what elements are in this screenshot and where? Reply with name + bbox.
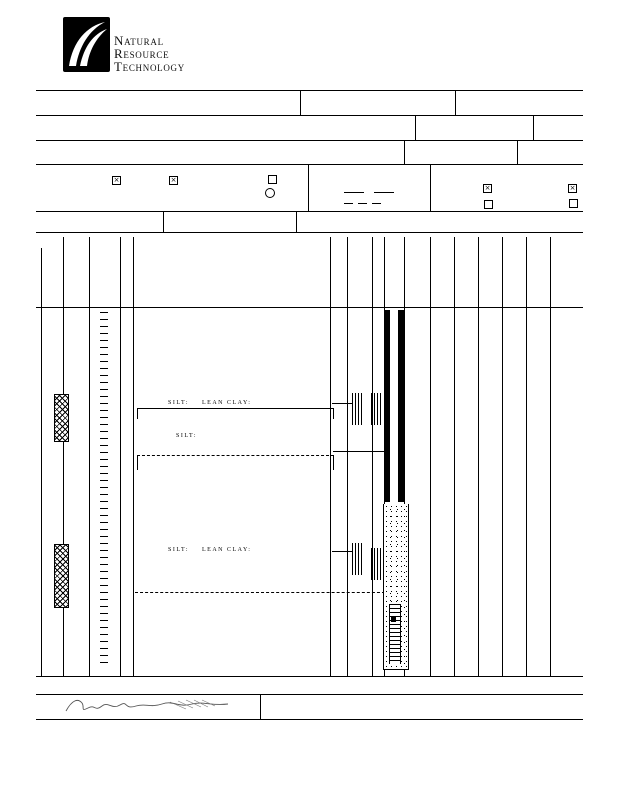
legend-dash-short-1 xyxy=(344,203,353,204)
legend-dash-long-1 xyxy=(344,192,364,193)
sample-interval-marks xyxy=(352,393,363,425)
legend-dash-short-3 xyxy=(372,203,381,204)
legend-dash-short-2 xyxy=(358,203,367,204)
checkbox-empty-1 xyxy=(268,175,277,184)
logo-line-3: Technology xyxy=(114,59,185,74)
hatched-interval-box-1 xyxy=(54,394,69,442)
layer-boundary-dashed-2 xyxy=(135,592,385,593)
log-column-line xyxy=(526,237,527,676)
log-column-line xyxy=(63,237,64,676)
checkbox-empty-3 xyxy=(569,199,578,208)
legend-left-divider xyxy=(308,164,309,211)
connector-line xyxy=(333,451,384,452)
header-cell-divider xyxy=(455,90,456,115)
header-cell-divider xyxy=(404,140,405,164)
checkbox-checked-4: × xyxy=(568,184,577,193)
log-column-line xyxy=(347,237,348,676)
log-column-line xyxy=(330,237,331,676)
legend-dash-long-2 xyxy=(374,192,394,193)
header-cell-divider xyxy=(415,115,416,140)
footer-rule-1 xyxy=(36,694,583,695)
log-column-line xyxy=(502,237,503,676)
header-cell-divider xyxy=(296,211,297,232)
circle-symbol xyxy=(265,188,275,198)
header-rule-4 xyxy=(36,164,583,165)
well-marker-square xyxy=(391,617,396,622)
hatched-interval-box-2 xyxy=(54,544,69,608)
logo-line-2: Resource xyxy=(114,46,170,61)
well-seal-bar-right xyxy=(398,310,404,502)
header-cell-divider xyxy=(163,211,164,232)
sample-interval-marks xyxy=(352,543,363,575)
header-rule-5 xyxy=(36,211,583,212)
checkbox-checked-1: × xyxy=(112,176,121,185)
soil-label-layer1-silt: SILT: xyxy=(168,400,189,406)
logo-line-1: Natural xyxy=(114,33,164,48)
log-column-line xyxy=(372,237,373,676)
checkbox-checked-3: × xyxy=(483,184,492,193)
log-bottom-rule xyxy=(36,676,583,677)
well-seal-bar-left xyxy=(384,310,390,502)
header-cell-divider xyxy=(533,115,534,140)
soil-label-layer1-leanclay: LEAN CLAY: xyxy=(202,400,252,406)
log-column-line xyxy=(133,237,134,676)
header-rule-1 xyxy=(36,90,583,91)
checkbox-empty-2 xyxy=(484,200,493,209)
log-column-line xyxy=(120,237,121,676)
log-column-line xyxy=(478,237,479,676)
connector-line xyxy=(332,551,352,552)
signature-scribble xyxy=(65,699,229,712)
header-cell-divider xyxy=(517,140,518,164)
log-column-line xyxy=(550,237,551,676)
layer-boundary-solid xyxy=(137,408,334,419)
header-rule-6 xyxy=(36,232,583,233)
header-rule-3 xyxy=(36,140,583,141)
soil-label-layer3-leanclay: LEAN CLAY: xyxy=(202,547,252,553)
connector-line xyxy=(332,403,352,404)
log-column-line xyxy=(454,237,455,676)
layer-boundary-dashed-1 xyxy=(137,455,334,470)
logo-text: Natural Resource Technology xyxy=(114,34,185,73)
footer-cell-divider xyxy=(260,694,261,719)
log-column-line xyxy=(89,237,90,676)
depth-scale-ruler xyxy=(100,312,108,669)
sample-interval-marks xyxy=(371,548,382,580)
log-column-line xyxy=(41,248,42,676)
log-top-rule xyxy=(36,307,583,308)
log-column-line xyxy=(430,237,431,676)
soil-label-layer3-silt: SILT: xyxy=(168,547,189,553)
header-rule-2 xyxy=(36,115,583,116)
footer-rule-2 xyxy=(36,719,583,720)
well-column-line xyxy=(404,237,405,676)
header-cell-divider xyxy=(300,90,301,115)
legend-right-divider xyxy=(430,164,431,211)
well-screen-slots xyxy=(389,604,401,664)
checkbox-checked-2: × xyxy=(169,176,178,185)
soil-label-layer2-silt: SILT: xyxy=(176,433,197,439)
sample-interval-marks xyxy=(371,393,382,425)
nrt-logo-icon xyxy=(63,17,110,72)
